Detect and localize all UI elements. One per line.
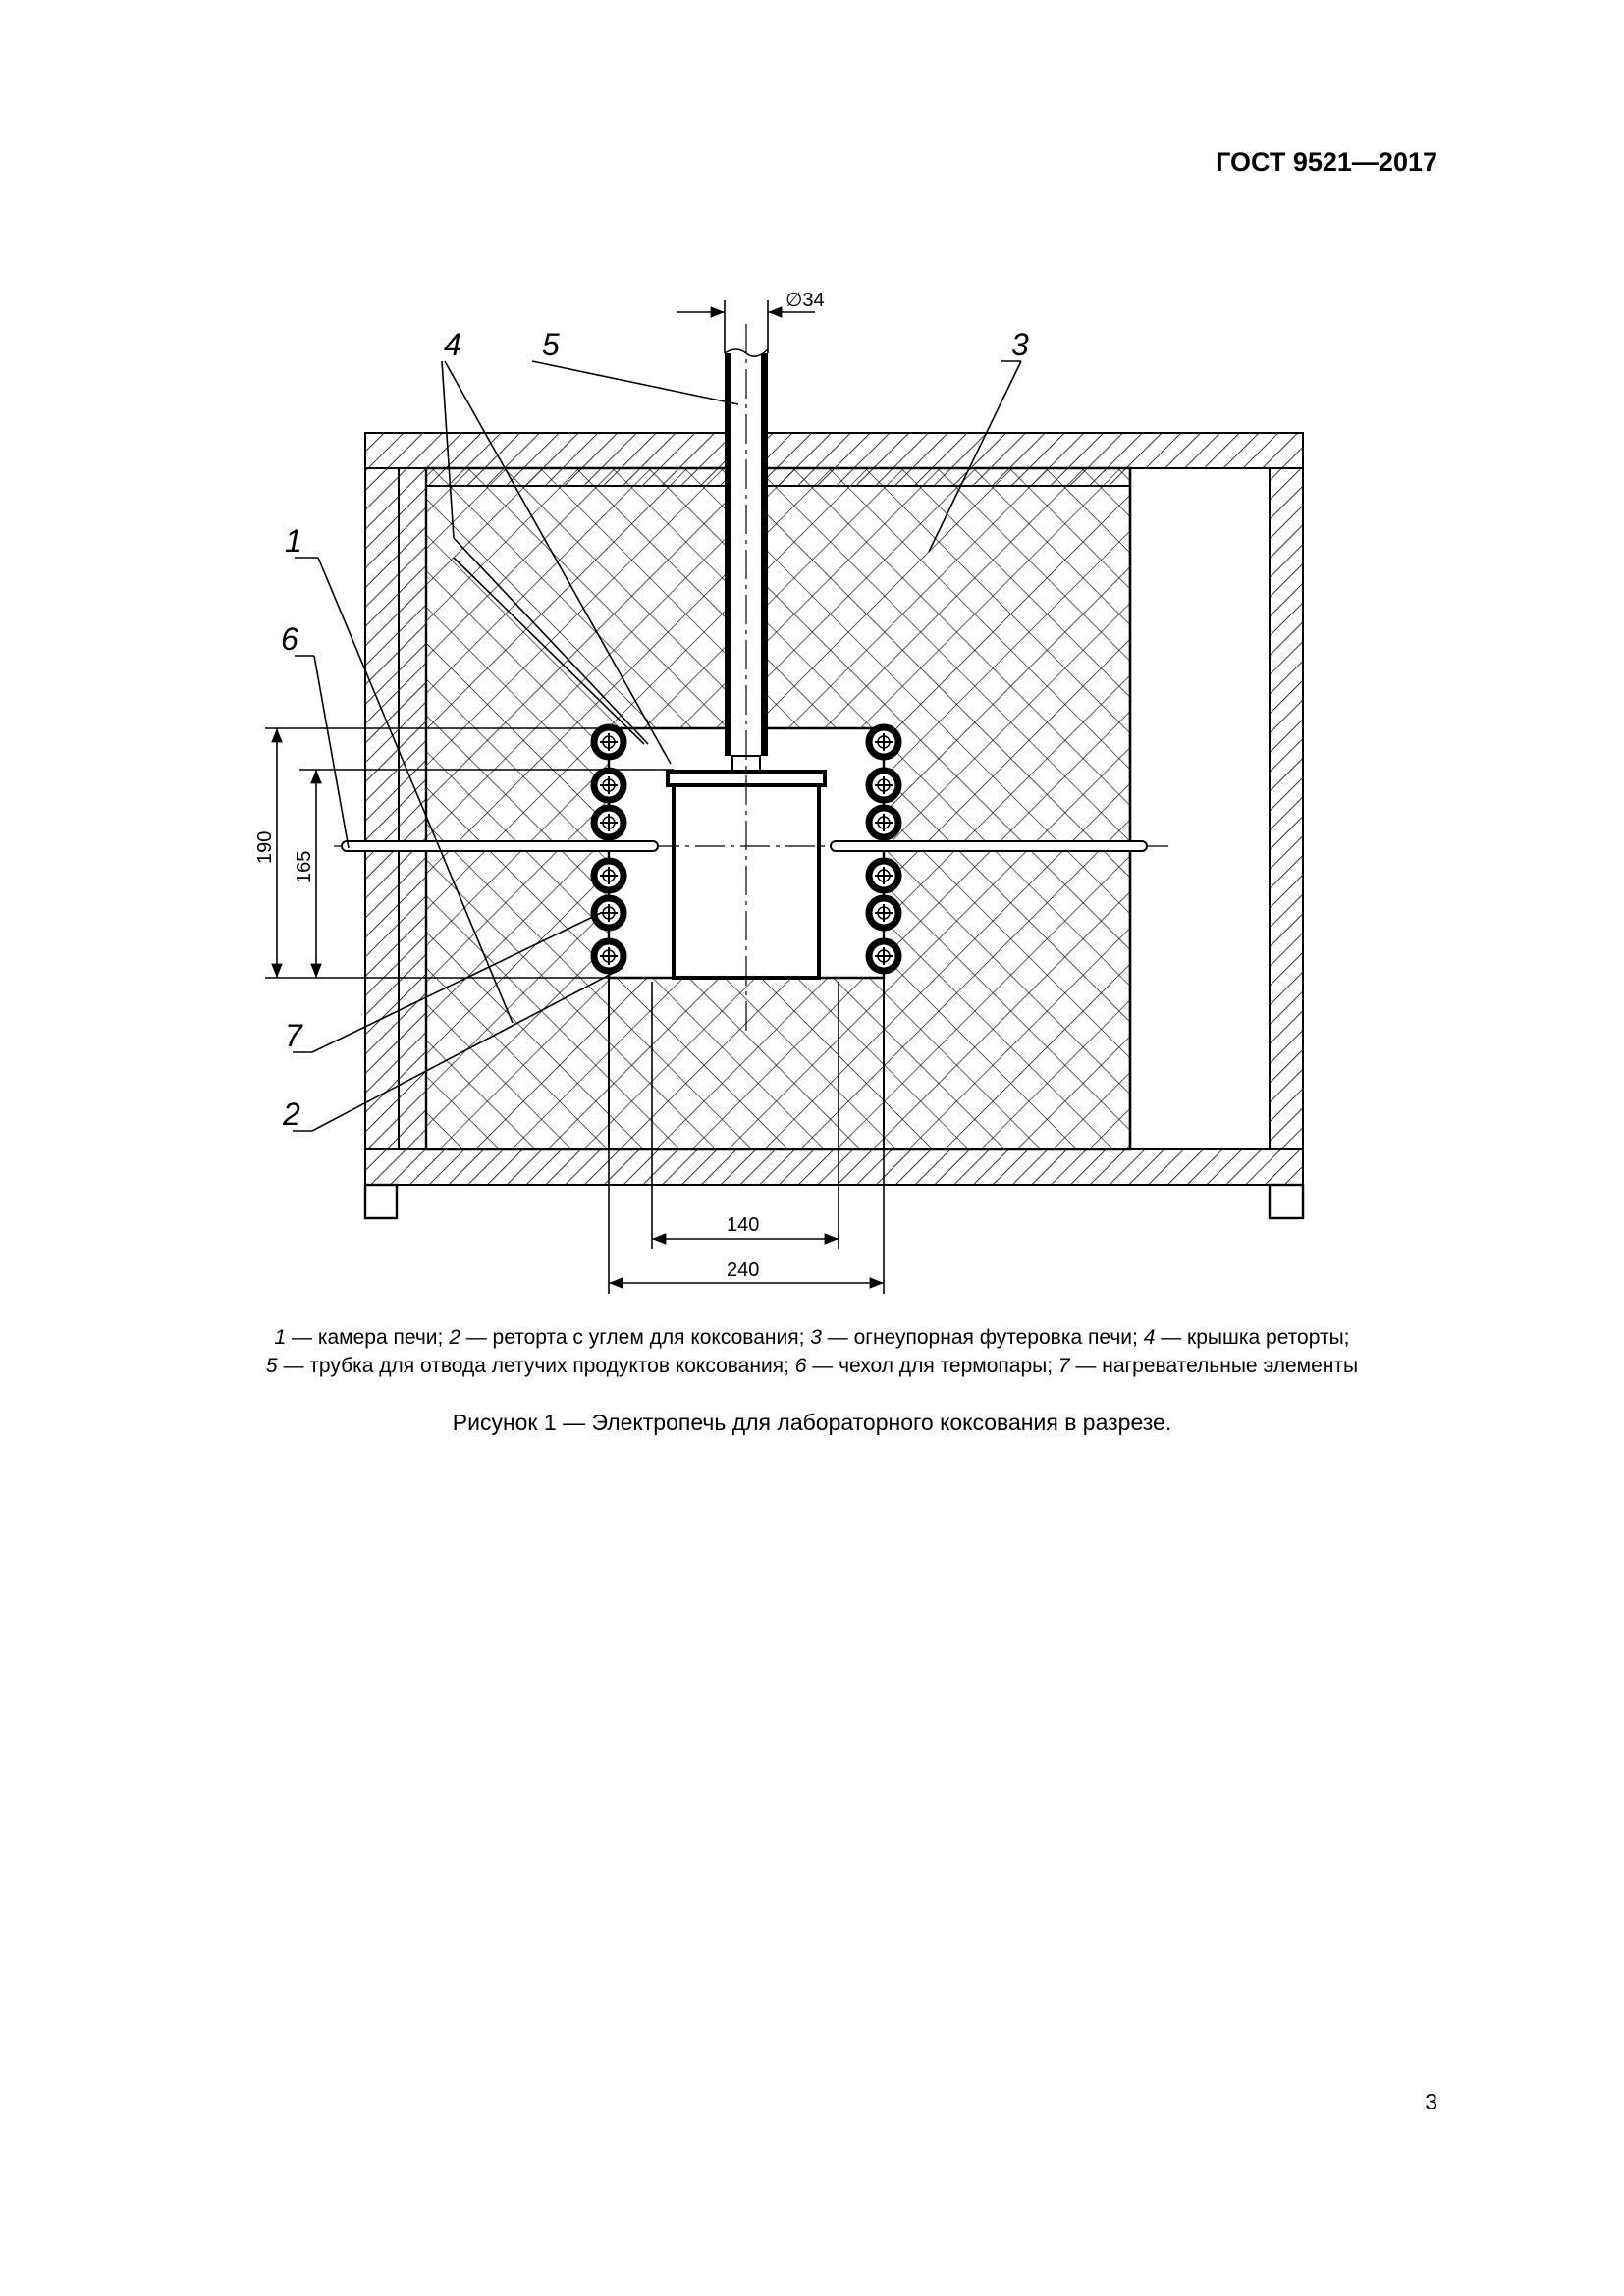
callout-leaders [293,360,1022,1132]
callout-4: 4 [444,327,461,362]
heating-element-coil [590,767,627,804]
standard-code: ГОСТ 9521—2017 [1216,147,1437,177]
legend-text: чехол для термопары [839,1355,1048,1377]
dimension-lines [265,300,885,1294]
dim-width-inner: 140 [727,1214,759,1236]
heating-element-coil [590,937,627,975]
legend-num: 5 [265,1355,278,1377]
heating-element-coil [590,723,627,761]
legend-text: нагревательные элементы [1102,1355,1359,1377]
heating-element-coil [590,857,627,894]
heating-element-coil [865,937,902,975]
legend-text: огнеупорная футеровка печи [853,1326,1133,1349]
heating-element-coil [865,804,902,841]
legend-num: 6 [794,1355,807,1377]
callout-1: 1 [285,523,302,559]
callout-3: 3 [1011,327,1029,362]
heating-element-coil [865,767,902,804]
legend-num: 2 [449,1326,460,1349]
dim-pipe-diameter: ∅34 [785,290,825,311]
legend-num: 3 [810,1326,822,1349]
legend-num: 4 [1143,1326,1156,1349]
figure-caption: Рисунок 1 — Электропечь для лабораторног… [452,1410,1172,1435]
dim-height-inner: 165 [294,851,315,883]
callout-7: 7 [285,1018,303,1053]
figure-legend: 1 — камера печи; 2 — реторта с углем для… [0,1323,1624,1380]
heating-element-coil [865,894,902,932]
dim-width-outer: 240 [727,1259,759,1281]
legend-text: камера печи [317,1326,438,1349]
callout-6: 6 [281,621,298,657]
callout-numbers: 4 5 3 1 6 7 2 [281,327,1029,1132]
legend-num: 7 [1057,1355,1070,1377]
legend-line-2: 5 — трубка для отвода летучих продуктов … [265,1355,1359,1377]
dim-height-outer: 190 [254,831,276,864]
furnace-section-drawing: ∅34 190 165 140 240 4 5 3 1 6 7 2 [254,290,1305,1294]
heating-element-coil [590,804,627,841]
legend-text: реторта с углем для коксования [492,1326,799,1349]
legend-line-1: 1 — камера печи; 2 — реторта с углем для… [274,1326,1350,1349]
page-number: 3 [1425,2089,1437,2114]
callout-5: 5 [542,327,560,362]
callout-2: 2 [282,1096,300,1132]
heating-element-coil [865,723,902,761]
legend-text: крышка реторты [1187,1326,1344,1349]
heating-elements [590,723,902,975]
legend-num: 1 [274,1326,287,1349]
heating-element-coil [590,894,627,932]
heating-element-coil [865,857,902,894]
dimension-labels: ∅34 190 165 140 240 [254,290,825,1281]
thermocouple-sheaths [341,840,1148,852]
legend-text: трубка для отвода летучих продуктов кокс… [309,1355,785,1377]
